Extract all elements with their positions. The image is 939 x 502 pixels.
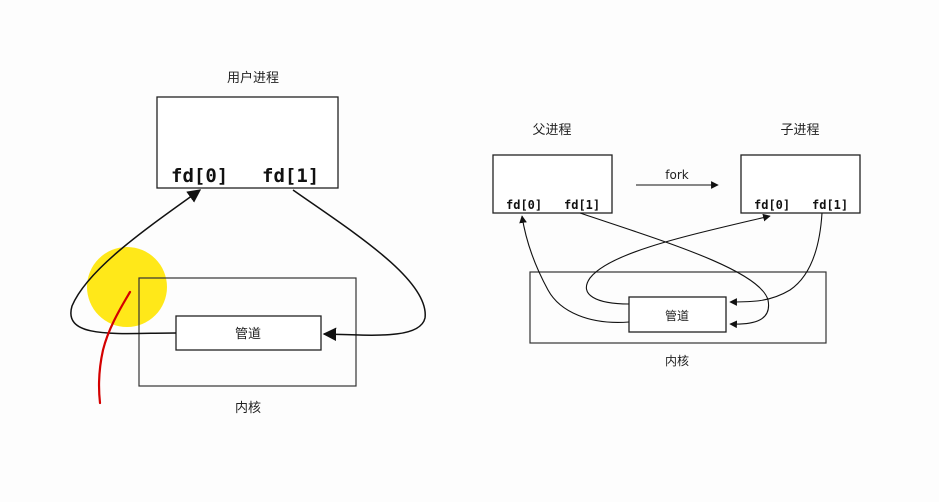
kernel-label: 内核: [235, 400, 261, 416]
pen-annotation: [97, 290, 132, 405]
parent-process-title: 父进程: [532, 123, 571, 138]
child-process-box: [740, 154, 861, 214]
parent-process-box: [492, 154, 613, 214]
pipe-box-right: [628, 296, 727, 333]
user-process-title: 用户进程: [227, 70, 279, 86]
read-end-arrow: [70, 189, 202, 335]
right-diagram: 父进程 子进程 fd[0] fd[1] fd[0] fd[1] fork 管道 …: [492, 123, 861, 368]
pipe-label: 管道: [235, 327, 261, 342]
child-process-title: 子进程: [780, 123, 819, 138]
kernel-frame-right: [529, 271, 827, 344]
user-process-box: [156, 96, 339, 189]
highlight-annotation: [87, 247, 167, 327]
parent-write-arrow: [579, 212, 770, 329]
parent-fd1-label: fd[1]: [564, 198, 600, 212]
child-read-arrow: [585, 213, 771, 305]
kernel-label-right: 内核: [665, 354, 689, 368]
parent-fd0-label: fd[0]: [506, 198, 542, 212]
fork-label: fork: [665, 168, 689, 182]
child-fd0-label: fd[0]: [754, 198, 790, 212]
write-end-arrow: [292, 189, 426, 342]
kernel-frame: [138, 277, 357, 387]
child-fd1-label: fd[1]: [812, 198, 848, 212]
fd1-label: fd[1]: [262, 165, 319, 187]
parent-read-arrow: [519, 215, 630, 323]
pipe-box: [175, 315, 322, 351]
left-diagram: 用户进程 fd[0] fd[1] 管道 内核: [70, 70, 426, 416]
fd0-label: fd[0]: [171, 165, 228, 187]
pipe-label-right: 管道: [665, 308, 689, 323]
child-write-arrow: [729, 212, 823, 306]
